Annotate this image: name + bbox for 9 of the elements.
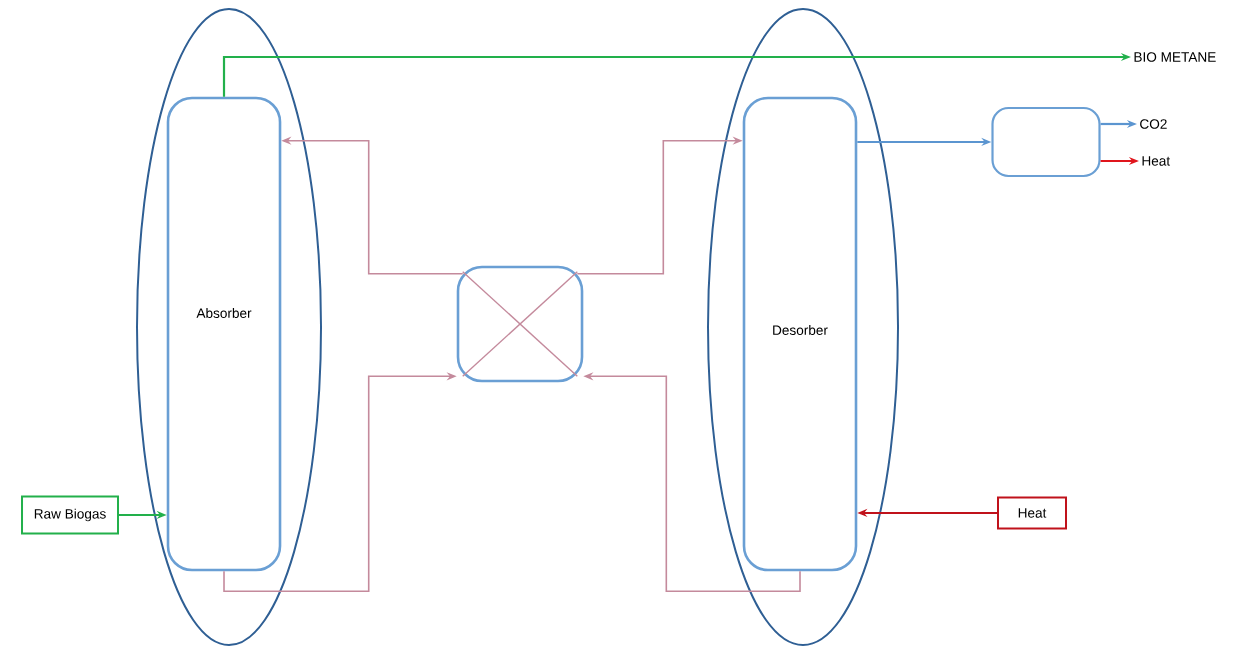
input-box: Raw Biogas [21,495,119,535]
column-box: Absorber [166,96,282,572]
outlet-label: Heat [1142,156,1170,166]
separator-box [991,106,1101,178]
heat-exchanger-box [456,265,584,383]
column-box: Desorber [742,96,858,572]
outlet-label: CO2 [1140,119,1167,129]
input-box: Heat [997,496,1067,530]
outlet-label: BIO METANE [1134,52,1216,62]
